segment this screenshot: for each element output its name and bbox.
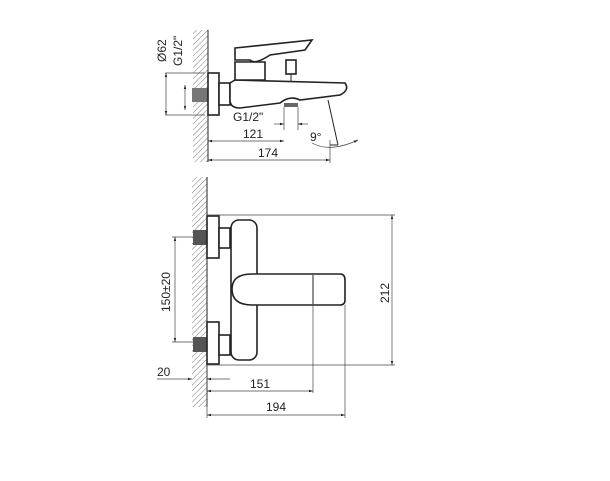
wall-hatch xyxy=(192,177,207,407)
handle xyxy=(231,273,346,306)
dim-inlet-thread: G1/2" xyxy=(171,36,185,66)
lower-inlet-thread xyxy=(193,337,207,352)
handle-base xyxy=(234,61,266,81)
dim-total-depth: 194 xyxy=(266,400,286,414)
diverter-knob xyxy=(285,59,297,75)
upper-escutcheon xyxy=(206,215,220,259)
handle-lever xyxy=(234,39,314,63)
spout-tip xyxy=(327,99,339,146)
outlet-thread xyxy=(284,103,298,107)
dim-inlet-spacing: 150±20 xyxy=(159,272,173,312)
faucet-body xyxy=(229,79,348,109)
dim-escutcheon-diameter: Ø62 xyxy=(155,39,169,62)
dim-wall-offset: 20 xyxy=(157,365,171,379)
front-view: 212 150±20 20 151 194 xyxy=(157,177,395,418)
dim-outlet-thread: G1/2" xyxy=(233,110,263,124)
lower-nut xyxy=(218,334,231,356)
lower-escutcheon xyxy=(206,321,220,365)
dim-height: 212 xyxy=(378,283,392,303)
escutcheon xyxy=(207,72,220,116)
inlet-thread xyxy=(192,88,208,102)
upper-inlet-thread xyxy=(193,230,207,245)
upper-nut xyxy=(218,227,231,249)
dim-handle-length: 151 xyxy=(250,377,270,391)
side-view: Ø62 G1/2" G1/2" 121 174 9° xyxy=(155,30,359,163)
dim-spout-length: 174 xyxy=(258,146,278,160)
nut xyxy=(218,82,231,106)
dim-spout-angle: 9° xyxy=(310,130,322,144)
dim-outlet-distance: 121 xyxy=(243,127,263,141)
